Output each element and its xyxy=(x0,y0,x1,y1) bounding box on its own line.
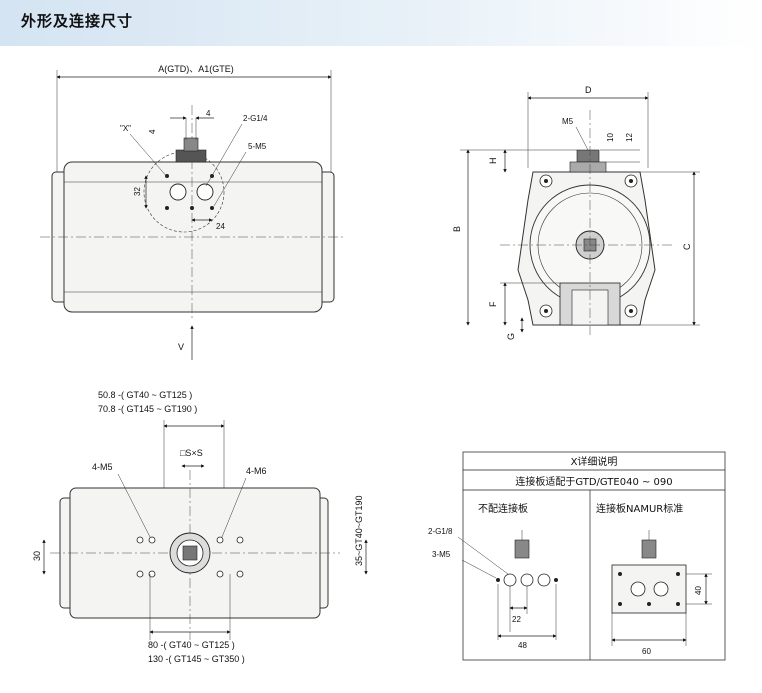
left-screw-label: 4-M5 xyxy=(92,462,113,472)
left-port-callout: 2-G1/8 xyxy=(428,527,453,536)
dim-48: 48 xyxy=(518,641,527,650)
detail-subtitle: 连接板适配于GTD/GTE040 ~ 090 xyxy=(515,475,672,488)
square-label: □S×S xyxy=(180,448,203,458)
bottom-note-80: 80 -( GT40 ~ GT125 ) xyxy=(148,640,235,650)
width-dimension-label: A(GTD)、A1(GTE) xyxy=(158,64,234,74)
port-b xyxy=(196,183,214,201)
dim-22: 22 xyxy=(512,615,521,624)
screw-callout: 5-M5 xyxy=(248,142,267,151)
d-label: D xyxy=(585,85,592,95)
view-v-label: V xyxy=(178,342,184,352)
port-callout: 2-G1/4 xyxy=(243,114,268,123)
front-view: A(GTD)、A1(GTE) "X" 4 4 2-G1/4 xyxy=(40,64,345,360)
dim-30: 30 xyxy=(32,551,42,561)
side-view: D M5 10 12 H B xyxy=(452,85,700,340)
note-50-8: 50.8 -( GT40 ~ GT125 ) xyxy=(98,390,192,400)
dim-40: 40 xyxy=(694,586,703,595)
dim-4-side: 4 xyxy=(148,129,157,134)
left-heading: 不配连接板 xyxy=(478,502,528,515)
bottom-note-130: 130 -( GT145 ~ GT350 ) xyxy=(148,654,245,664)
bottom-view: 50.8 -( GT40 ~ GT125 ) 70.8 -( GT145 ~ G… xyxy=(32,390,368,664)
f-label: F xyxy=(488,301,498,307)
right-screw-label: 4-M6 xyxy=(246,466,267,476)
port-a xyxy=(169,183,187,201)
b-label: B xyxy=(452,226,462,232)
dim-4-top: 4 xyxy=(206,109,211,118)
section-title: 外形及连接尺寸 xyxy=(21,12,134,30)
dim-24: 24 xyxy=(216,222,225,231)
dim-32: 32 xyxy=(133,187,142,196)
m5-label: M5 xyxy=(562,117,574,126)
side-range-label: 35~GT40~GT190 xyxy=(354,495,364,566)
section-header: 外形及连接尺寸 xyxy=(0,0,762,46)
dim-12: 12 xyxy=(625,133,634,142)
x-detail-box: X详细说明 连接板适配于GTD/GTE040 ~ 090 不配连接板 连接板NA… xyxy=(428,451,726,661)
detail-title: X详细说明 xyxy=(571,455,618,468)
g-label: G xyxy=(506,333,516,340)
right-heading: 连接板NAMUR标准 xyxy=(596,502,683,515)
dim-60: 60 xyxy=(642,647,651,656)
dim-10: 10 xyxy=(606,133,615,142)
technical-drawing: A(GTD)、A1(GTE) "X" 4 4 2-G1/4 xyxy=(32,64,726,664)
left-screw-callout: 3-M5 xyxy=(432,550,451,559)
h-label: H xyxy=(488,158,498,165)
x-label: "X" xyxy=(120,124,131,133)
c-label: C xyxy=(682,243,692,250)
note-70-8: 70.8 -( GT145 ~ GT190 ) xyxy=(98,404,197,414)
x-detail-circle xyxy=(143,151,225,233)
